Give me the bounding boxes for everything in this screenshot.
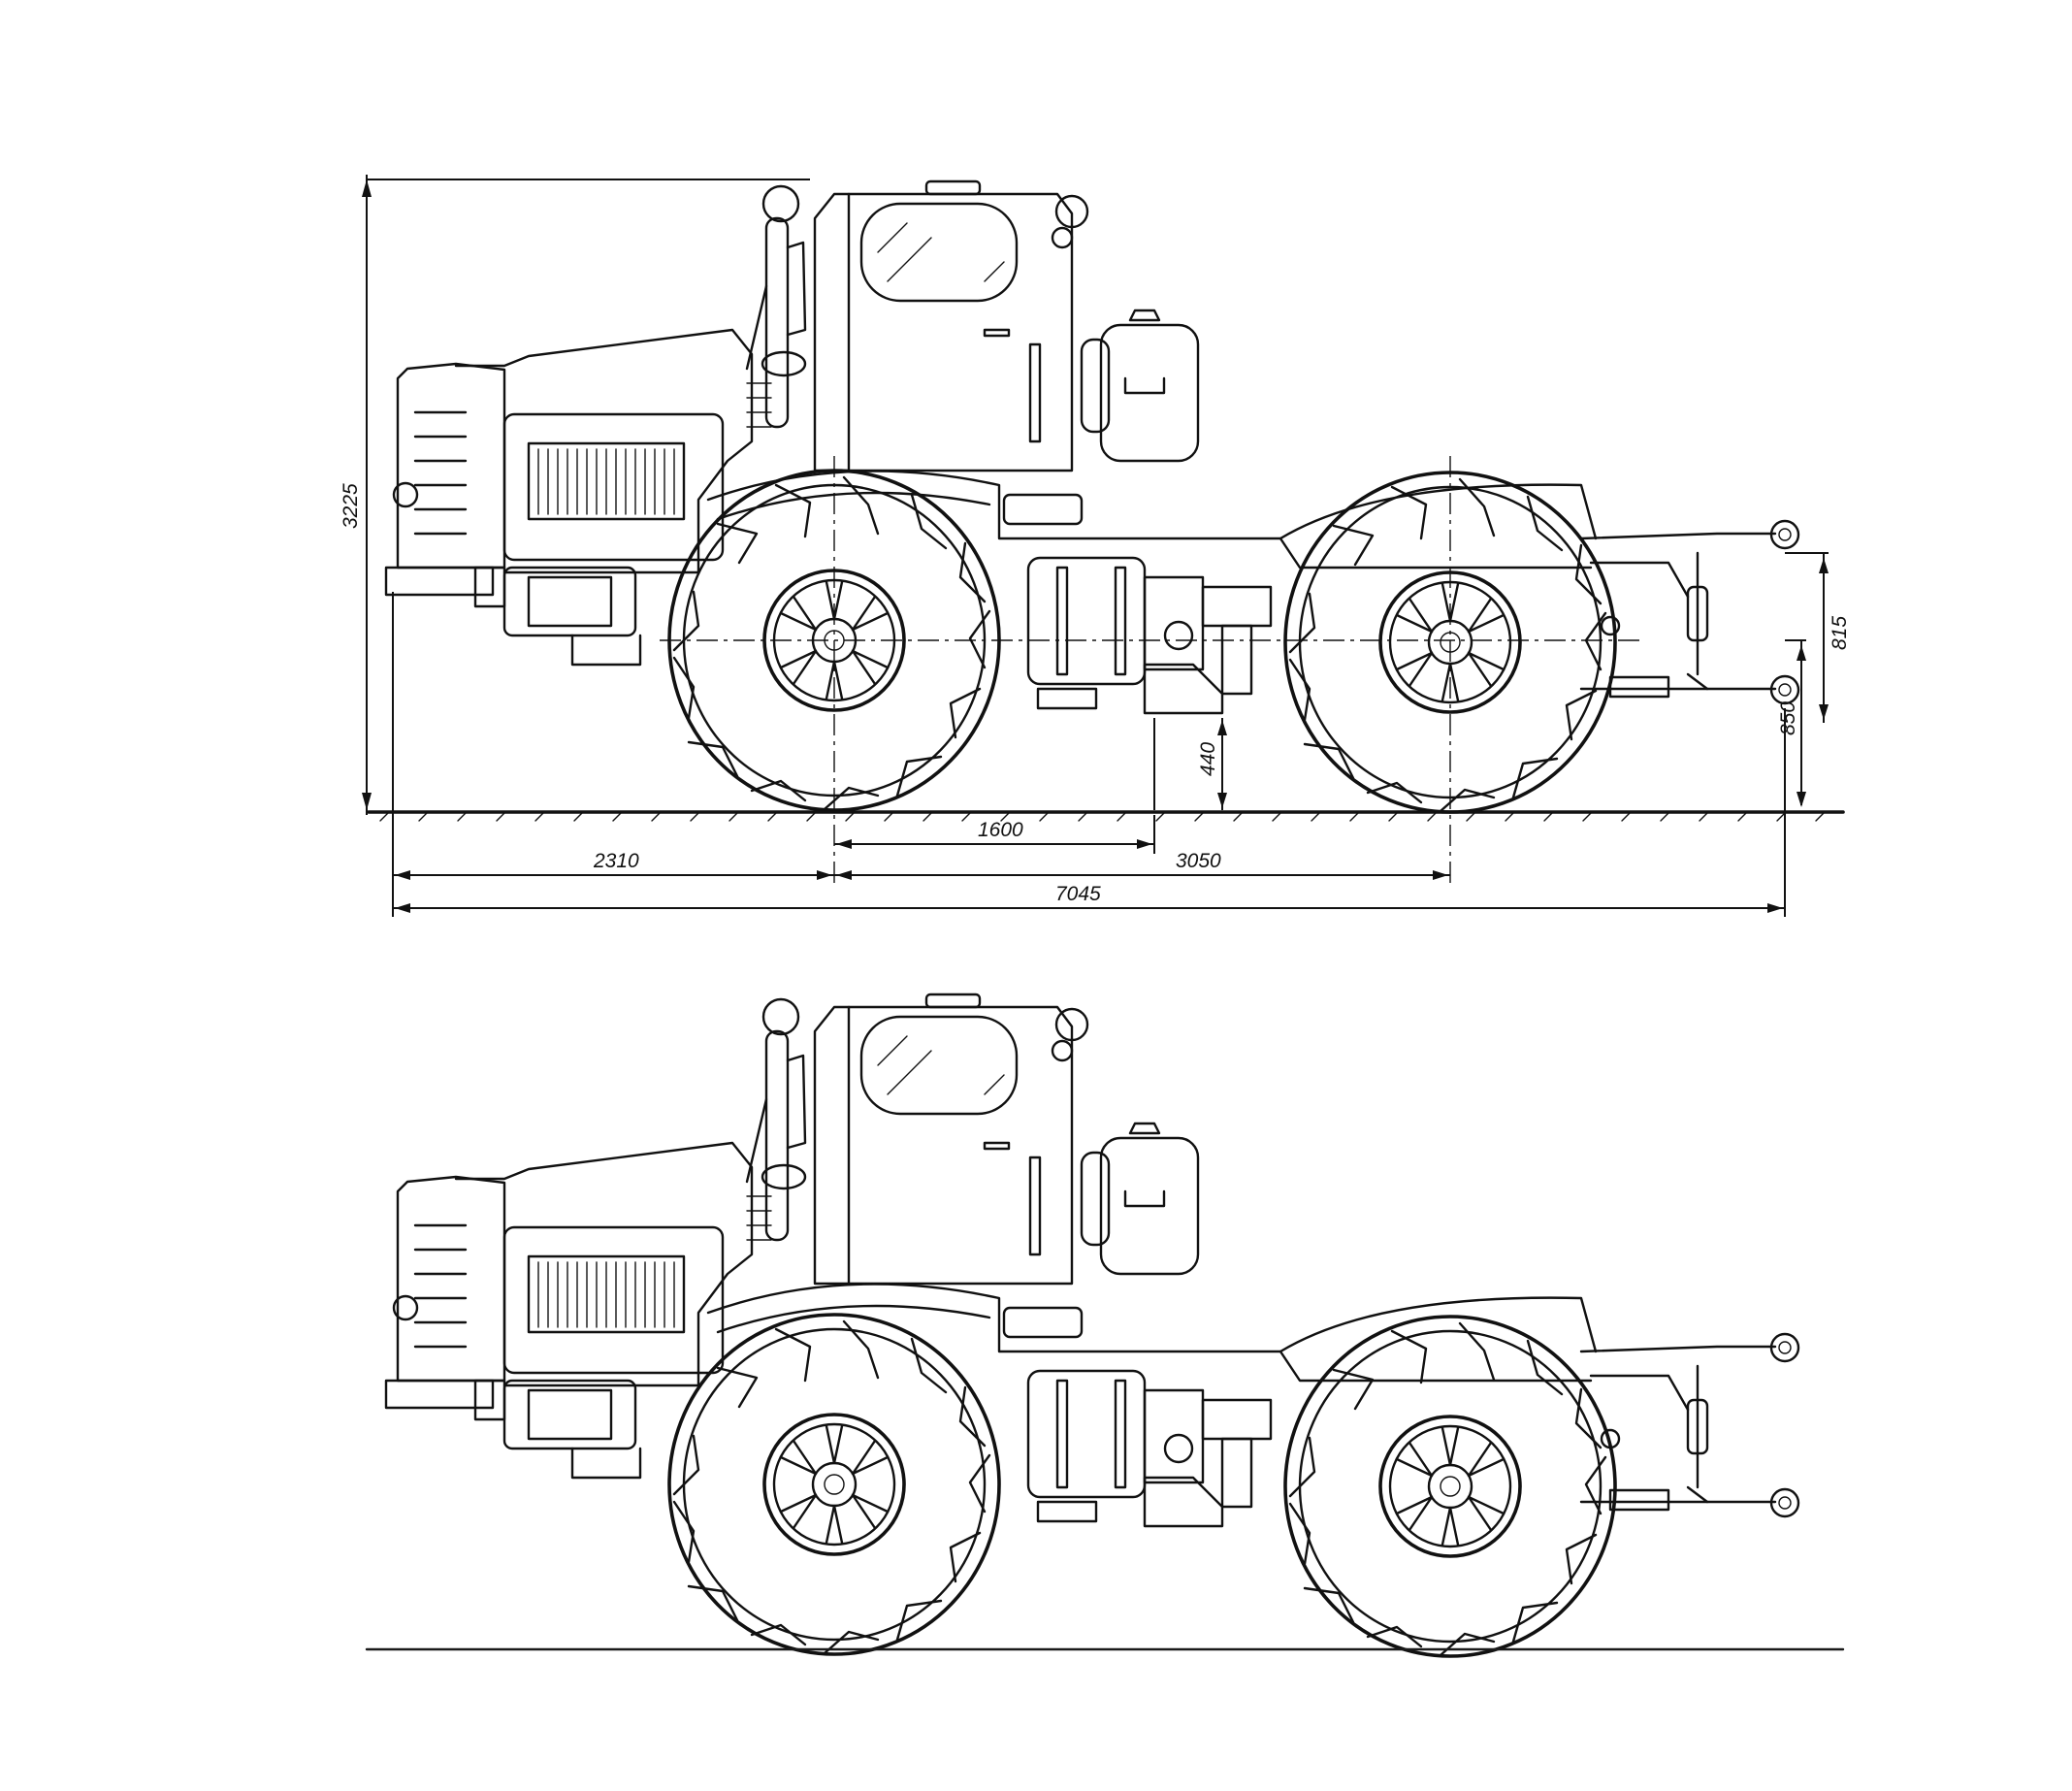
vector-drawing	[365, 993, 1845, 1658]
dim-label-815: 815	[1829, 616, 1851, 650]
front-wheel	[667, 1313, 1001, 1656]
dimension-overall-height: 3225	[340, 175, 810, 815]
sketch-drawing: 3225 815 850 440	[340, 175, 1851, 917]
dimension-ground-clearance: 440	[1153, 718, 1227, 810]
dim-label-3225: 3225	[340, 483, 362, 529]
rear-wheel	[1283, 1315, 1617, 1658]
dim-label-850: 850	[1777, 701, 1799, 735]
dim-label-440: 440	[1197, 742, 1219, 776]
dimension-hitch-heights: 815 850	[1777, 552, 1851, 807]
dim-label-1600: 1600	[978, 819, 1023, 841]
dim-label-3050: 3050	[1176, 850, 1221, 872]
dimension-horizontal-chain: 1600 2310 3050 7045	[392, 592, 1786, 917]
ground-hatching	[379, 812, 1825, 822]
dim-label-2310: 2310	[593, 850, 639, 872]
dim-label-7045: 7045	[1055, 883, 1101, 905]
